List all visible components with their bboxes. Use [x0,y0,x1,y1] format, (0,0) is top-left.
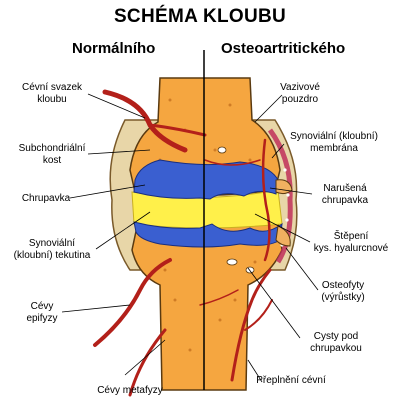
osteophyte-lower [275,225,291,247]
leader-lines-left [61,93,166,376]
metaphyseal-vessel [128,328,167,397]
upper-cartilage [133,159,279,200]
bone-texture [158,98,257,352]
leader-lines-right [247,94,319,383]
label-preplneni-cevni: Přeplnění cévní [256,375,326,386]
label-synovialni-tekutina: Synoviální(kloubní) tekutina [13,238,91,261]
synovial-membrane [267,128,293,264]
epiphyseal-vessel [93,258,172,347]
label-chrupavka: Chrupavka [21,193,71,204]
subchondral-cysts [217,146,255,274]
column-heading-osteo: Osteoartritického [221,40,346,57]
diagram-title: SCHÉMA KLOUBU [113,6,287,27]
column-heading-normal: Normálního [72,40,156,57]
osteo-vessels [261,138,271,262]
osteophyte-upper [275,179,293,195]
label-osteofyty: Osteofyty(výrůstky) [321,280,365,303]
label-synovialni-membrana: Synoviální (kloubní)membrána [290,131,378,154]
label-cevy-metafyzy: Cévy metafyzy [97,385,163,396]
vessels [93,89,273,397]
